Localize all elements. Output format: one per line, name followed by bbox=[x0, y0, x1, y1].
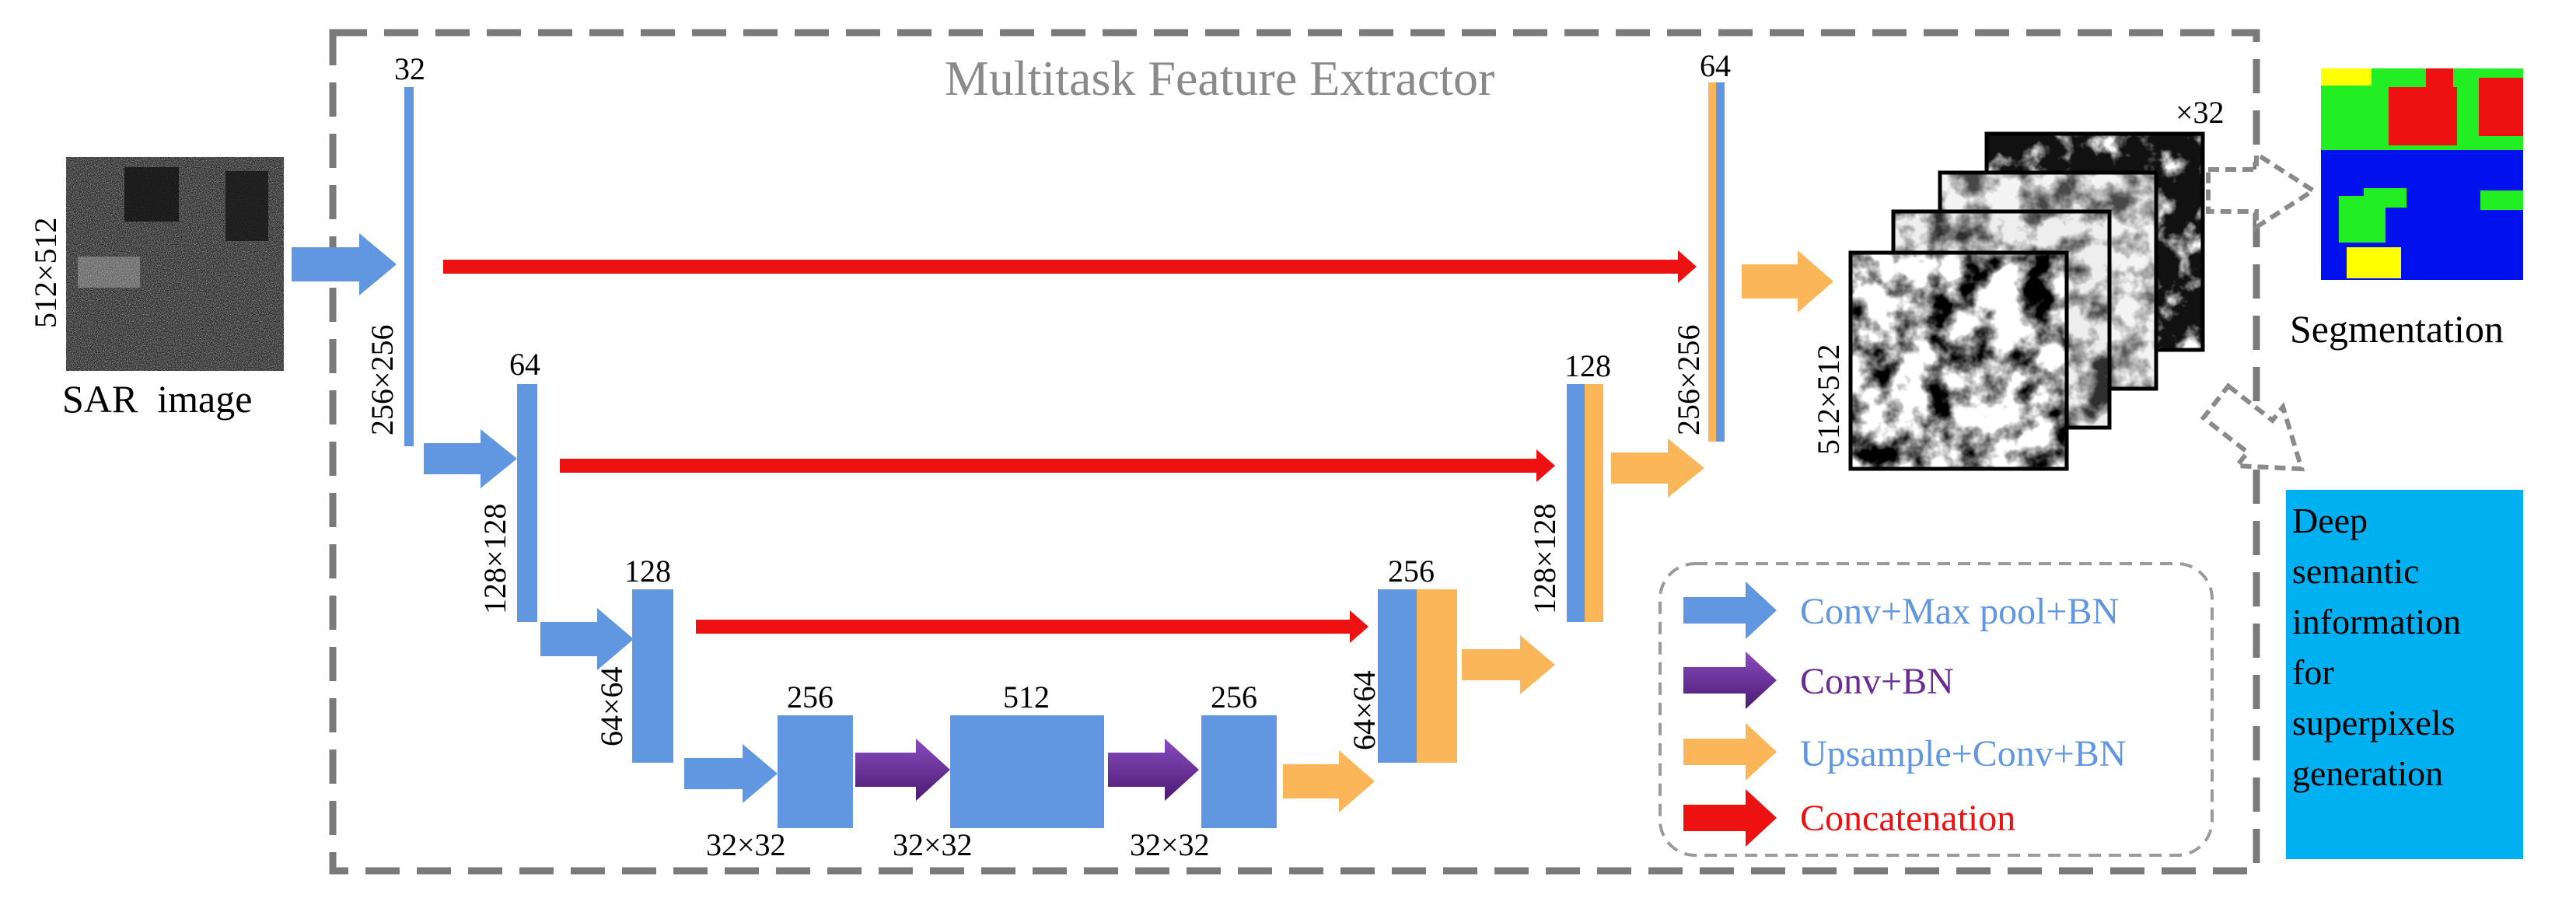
diagram-title: Multitask Feature Extractor bbox=[945, 51, 1494, 106]
bottleneck-1-size: 32×32 bbox=[706, 827, 786, 862]
bottleneck-3-channels: 256 bbox=[1211, 680, 1257, 715]
decoder-block-2-up bbox=[1585, 384, 1603, 622]
decoder-3-channels: 64 bbox=[1700, 48, 1731, 83]
decoder-1-channels: 256 bbox=[1388, 554, 1435, 589]
deep-semantic-line-2: semantic bbox=[2292, 551, 2420, 591]
encoder-2-size: 128×128 bbox=[477, 503, 512, 614]
decoder-block-3-skip bbox=[1708, 82, 1716, 442]
bottleneck-3-size: 32×32 bbox=[1130, 827, 1210, 862]
encoder-1-channels: 32 bbox=[394, 51, 425, 86]
encoder-block-1 bbox=[404, 87, 414, 446]
decoder-2-channels: 128 bbox=[1564, 348, 1611, 383]
deep-semantic-line-6: generation bbox=[2292, 753, 2443, 793]
deep-semantic-line-1: Deep bbox=[2292, 501, 2368, 540]
encoder-3-size: 64×64 bbox=[594, 666, 629, 746]
legend-conv-bn-label: Conv+BN bbox=[1800, 661, 1954, 702]
decoder-arrow-4 bbox=[1742, 250, 1833, 313]
encoder-3-channels: 128 bbox=[624, 554, 671, 589]
feature-map-size: 512×512 bbox=[1811, 344, 1846, 455]
decoder-block-3-up bbox=[1716, 82, 1725, 442]
bottleneck-block-2 bbox=[950, 715, 1104, 828]
skip-connection-1 bbox=[443, 250, 1697, 283]
bottleneck-2-channels: 512 bbox=[1003, 680, 1050, 715]
encoder-2-channels: 64 bbox=[509, 347, 540, 382]
sar-image bbox=[66, 157, 284, 371]
bottleneck-block-1 bbox=[778, 715, 853, 828]
segmentation-label: Segmentation bbox=[2290, 307, 2504, 351]
decoder-1-size: 64×64 bbox=[1347, 670, 1382, 750]
decoder-arrow-2 bbox=[1462, 635, 1555, 694]
deep-semantic-box bbox=[2286, 490, 2523, 859]
decoder-2-size: 128×128 bbox=[1527, 503, 1562, 614]
decoder-block-1-skip bbox=[1378, 589, 1417, 763]
legend-upsample-arrow bbox=[1683, 723, 1777, 781]
deep-semantic-line-4: for bbox=[2292, 652, 2334, 692]
skip-connection-2 bbox=[560, 449, 1555, 482]
legend-concat-arrow bbox=[1683, 789, 1777, 847]
segmentation-map bbox=[2321, 68, 2523, 280]
bottleneck-1-channels: 256 bbox=[787, 680, 834, 715]
encoder-arrow-2 bbox=[424, 429, 517, 488]
legend-concat-label: Concatenation bbox=[1800, 798, 2015, 839]
decoder-block-2-skip bbox=[1567, 384, 1585, 622]
deep-semantic-line-5: superpixels bbox=[2292, 703, 2455, 743]
sar-image-caption: SAR image bbox=[62, 377, 252, 421]
encoder-1-size: 256×256 bbox=[365, 324, 400, 435]
legend-conv-maxpool-label: Conv+Max pool+BN bbox=[1800, 591, 2119, 632]
legend-conv-bn-arrow bbox=[1683, 652, 1777, 709]
semantic-output-arrow bbox=[2200, 383, 2305, 472]
encoder-arrow-4 bbox=[684, 744, 778, 803]
feature-map-1 bbox=[1848, 250, 2069, 471]
conv-bn-arrow-1 bbox=[855, 739, 950, 801]
decoder-3-size: 256×256 bbox=[1671, 324, 1706, 435]
feature-map-count: ×32 bbox=[2176, 95, 2225, 130]
legend-upsample-label: Upsample+Conv+BN bbox=[1800, 733, 2126, 774]
input-size-label: 512×512 bbox=[28, 217, 63, 328]
legend-conv-maxpool-arrow bbox=[1683, 582, 1777, 639]
encoder-arrow-1 bbox=[292, 233, 397, 295]
bottleneck-block-3 bbox=[1201, 715, 1277, 828]
skip-connection-3 bbox=[696, 610, 1368, 643]
legend-box bbox=[1658, 562, 2214, 857]
encoder-block-3 bbox=[632, 589, 673, 763]
deep-semantic-line-3: information bbox=[2292, 602, 2461, 641]
bottleneck-2-size: 32×32 bbox=[893, 827, 973, 862]
decoder-block-1-up bbox=[1417, 589, 1457, 763]
segmentation-output-arrow bbox=[2206, 149, 2318, 232]
decoder-arrow-3 bbox=[1611, 439, 1704, 498]
decoder-arrow-1 bbox=[1283, 750, 1375, 812]
encoder-arrow-3 bbox=[540, 608, 634, 670]
encoder-block-2 bbox=[517, 384, 537, 622]
conv-bn-arrow-2 bbox=[1108, 739, 1199, 801]
